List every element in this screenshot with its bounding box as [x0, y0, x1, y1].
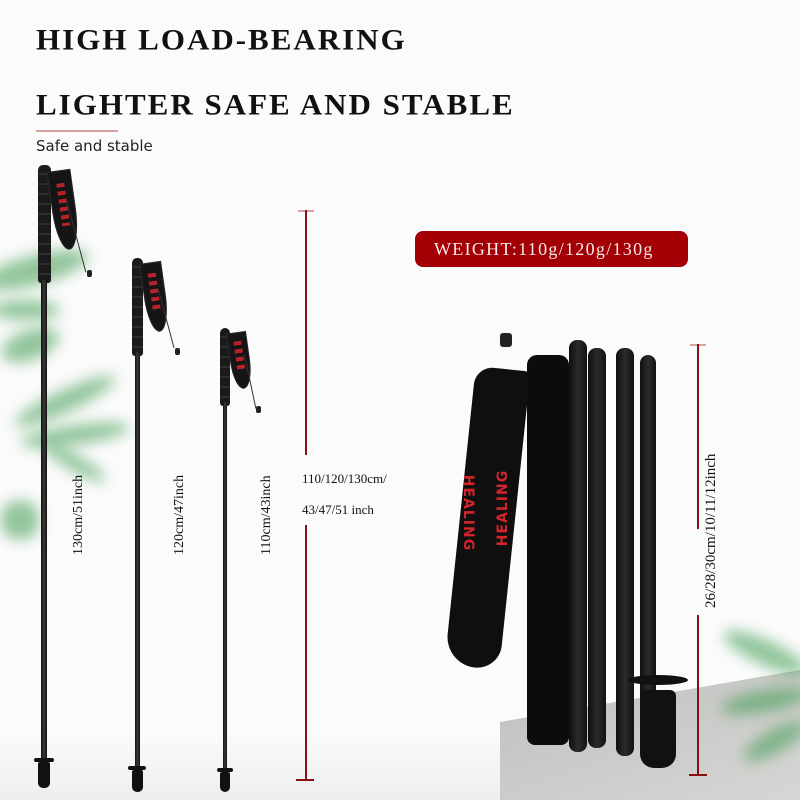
- pole-length-label-130: 130cm/51inch: [71, 474, 86, 555]
- pole-segment: [616, 348, 634, 756]
- pole-shaft: [41, 280, 47, 765]
- foam-grip: [527, 355, 569, 745]
- subtitle: Safe and stable: [36, 137, 153, 155]
- folded-length-label: 26/28/30cm/10/11/12inch: [703, 453, 719, 608]
- background-leaf-decoration: [0, 500, 40, 540]
- pole-segment: [588, 348, 606, 748]
- background-leaf-decoration: [0, 320, 64, 370]
- pole-basket: [217, 768, 233, 772]
- pole-basket: [128, 766, 146, 770]
- pole-basket: [34, 758, 54, 762]
- pole-tip: [132, 770, 143, 792]
- weight-badge: WEIGHT:110g/120g/130g: [415, 231, 688, 267]
- folded-measure-line-upper: [697, 344, 699, 529]
- wrist-strap: [444, 365, 531, 671]
- pole-segment: [640, 355, 656, 730]
- headline-line-2: LIGHTER SAFE AND STABLE: [36, 87, 515, 122]
- folded-measure-line-lower: [697, 615, 699, 775]
- extended-measure-line-lower: [305, 525, 307, 780]
- extended-measure-line-upper: [305, 210, 307, 455]
- cord-stopper: [87, 270, 92, 277]
- measure-line-bottom-cap: [296, 779, 314, 781]
- strap-brand-text: HEALING: [495, 469, 512, 547]
- cord-stopper: [175, 348, 180, 355]
- strap-brand-text: HEALING: [460, 474, 477, 552]
- pole-shaft: [223, 402, 227, 774]
- background-leaf-decoration: [718, 622, 800, 683]
- pole-shaft: [135, 352, 140, 770]
- extended-measure-line2: 43/47/51 inch: [302, 502, 374, 517]
- folded-measure-bottom-cap: [689, 774, 707, 776]
- pole-grip: [220, 328, 230, 406]
- pole-grip: [132, 258, 143, 356]
- title-underline-divider: [36, 130, 118, 132]
- pole-segment: [569, 340, 587, 752]
- pole-basket: [628, 675, 688, 685]
- pole-tip: [640, 690, 676, 768]
- background-leaf-decoration: [0, 300, 60, 320]
- pole-length-label-120: 120cm/47inch: [172, 474, 187, 555]
- pole-tip: [38, 762, 50, 788]
- cord-stopper: [256, 406, 261, 413]
- extended-measure-line1: 110/120/130cm/: [302, 471, 387, 486]
- pole-length-label-110: 110cm/43inch: [259, 475, 274, 555]
- cord-stopper: [500, 333, 512, 347]
- pole-tip: [220, 772, 230, 792]
- pole-grip: [38, 165, 51, 283]
- headline-line-1: HIGH LOAD-BEARING: [36, 22, 407, 57]
